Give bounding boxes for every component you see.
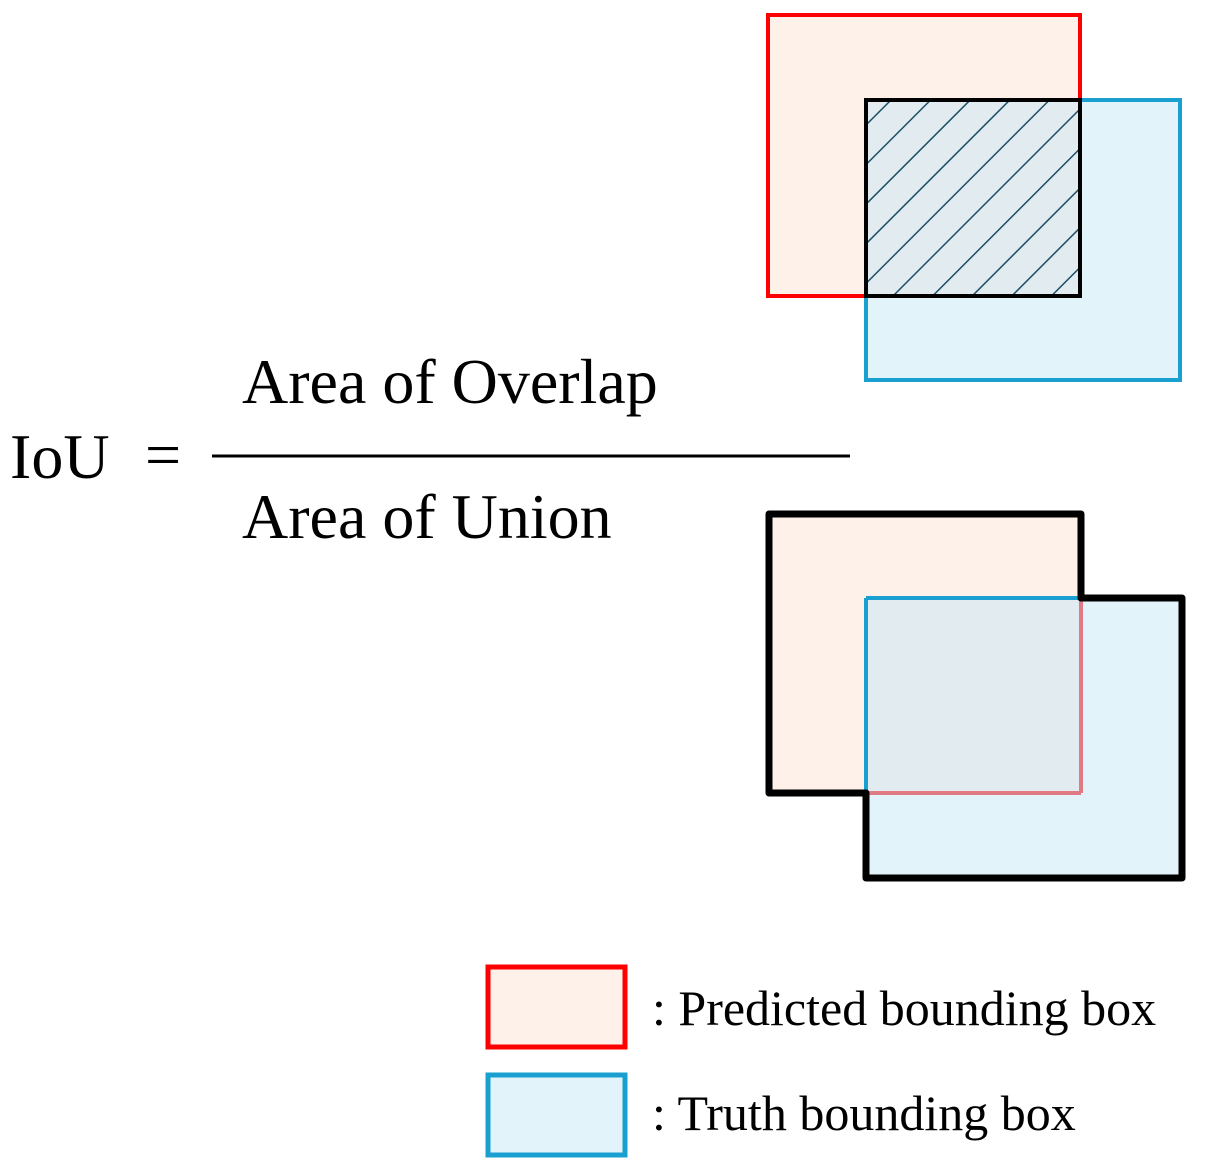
formula-numerator: Area of Overlap: [242, 346, 658, 417]
legend-predicted-label: : Predicted bounding box: [652, 980, 1156, 1036]
legend-predicted-swatch: [485, 964, 628, 1050]
formula-denominator: Area of Union: [242, 481, 612, 552]
overlap-outline: [864, 98, 1082, 298]
union-figure: [765, 510, 1186, 882]
formula-lhs: IoU: [10, 421, 110, 492]
union-outline: [765, 510, 1186, 882]
iou-formula: IoU = Area of Overlap Area of Union: [10, 346, 850, 552]
legend: : Predicted bounding box : Truth boundin…: [485, 964, 1156, 1158]
legend-truth-swatch: [485, 1072, 628, 1158]
overlap-hatch: [866, 100, 1080, 296]
formula-equals: =: [145, 419, 181, 490]
overlap-figure: [766, 13, 1182, 382]
legend-truth-label: : Truth bounding box: [652, 1085, 1076, 1141]
union-intersection-fill: [866, 598, 1081, 793]
